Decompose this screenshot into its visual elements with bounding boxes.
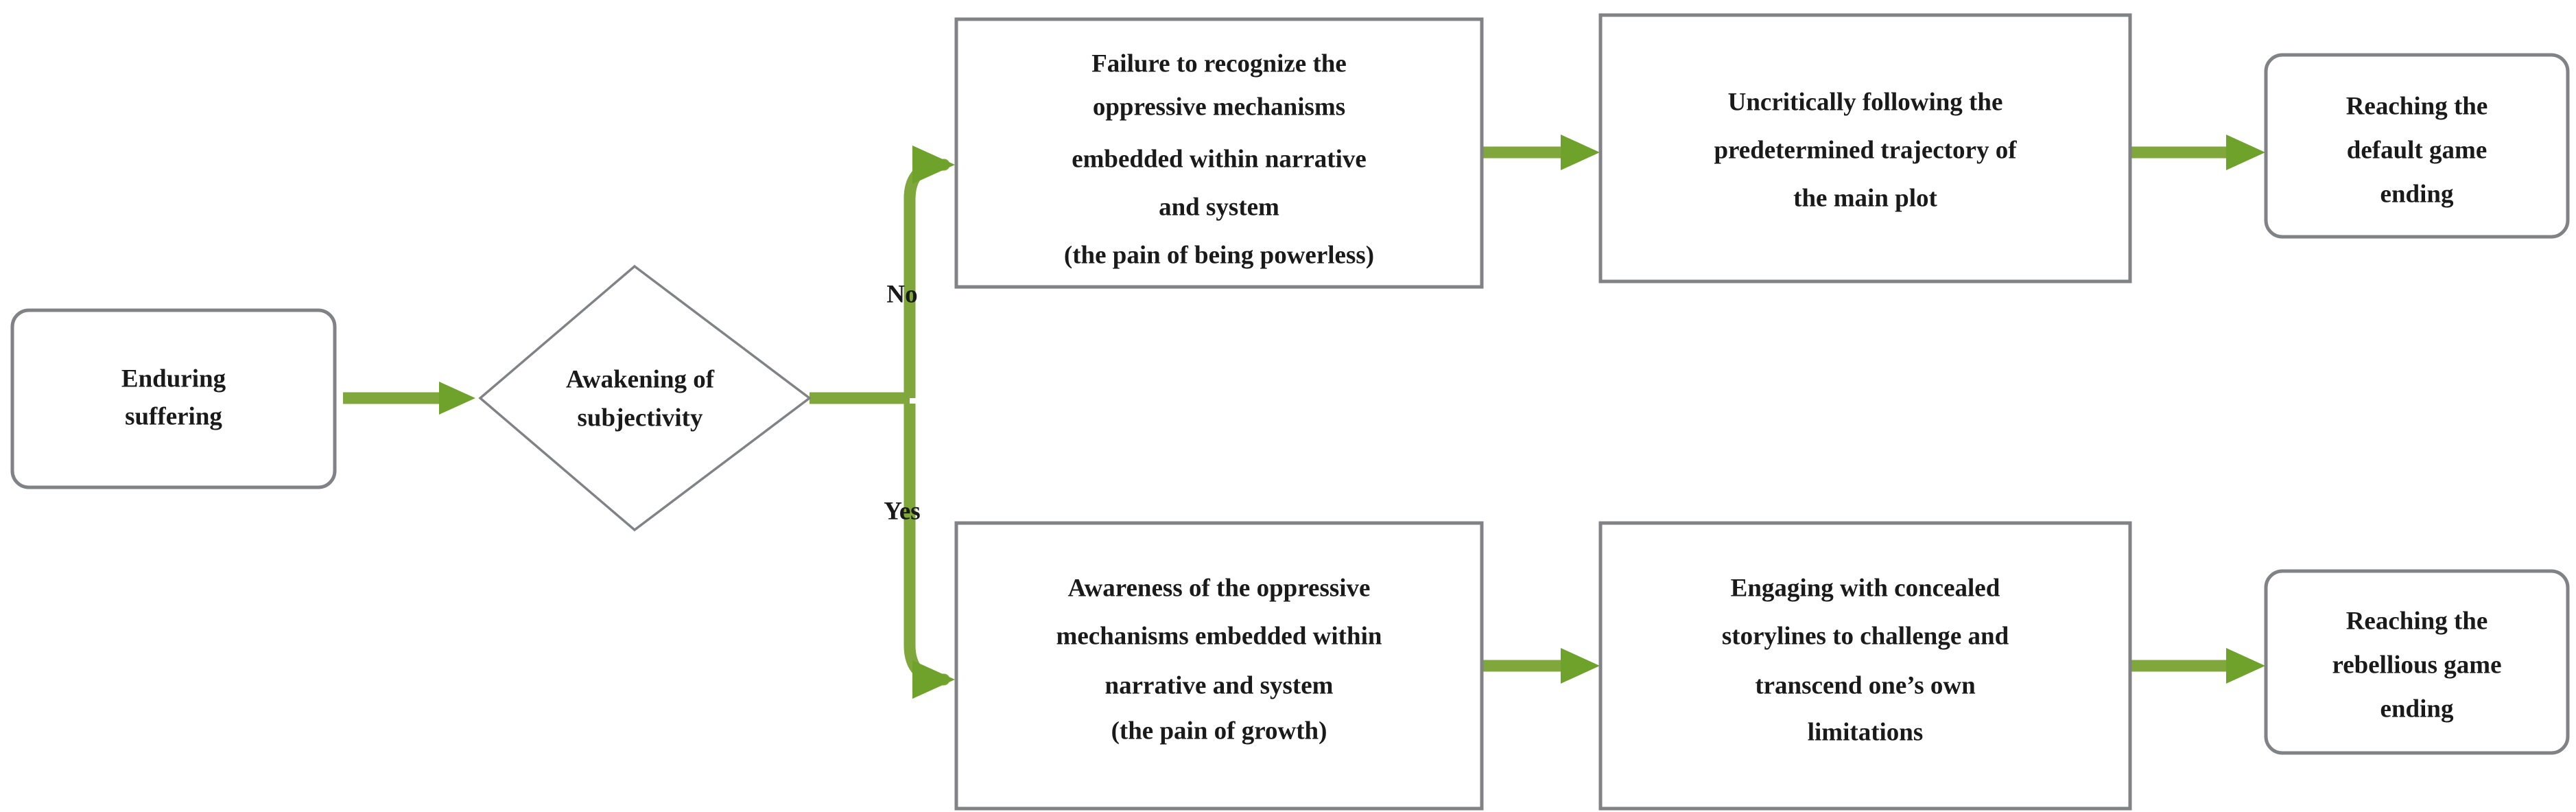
edge-uncritically-to-default-ending <box>2130 135 2265 170</box>
node-shape <box>2264 569 2570 755</box>
node-shape <box>1598 521 2132 811</box>
node-label-line: Awareness of the oppressive <box>1068 574 1371 602</box>
node-label-line: mechanisms embedded within <box>1056 622 1382 650</box>
node-engaging-with-concealed[interactable]: Engaging with concealed storylines to ch… <box>1598 521 2132 811</box>
node-label-line: predetermined trajectory of <box>1714 136 2017 164</box>
node-shape <box>954 521 1484 811</box>
node-rebellious-game-ending[interactable]: Reaching the rebellious game ending <box>2264 569 2570 755</box>
node-label-line: oppressive mechanisms <box>1093 93 1345 121</box>
node-label-line: Engaging with concealed <box>1731 574 2000 602</box>
node-shape <box>10 308 337 489</box>
arrowhead-icon <box>439 382 475 415</box>
arrowhead-icon <box>1561 135 1600 170</box>
arrowhead-icon <box>2226 648 2265 684</box>
node-shape <box>2264 53 2570 239</box>
arrowhead-icon <box>912 660 955 699</box>
node-label-line: transcend one’s own <box>1755 671 1976 699</box>
edge-no-branch <box>903 146 955 398</box>
node-label-line: storylines to challenge and <box>1722 622 2009 650</box>
node-label-line: subjectivity <box>578 404 703 432</box>
arrowhead-icon <box>912 146 955 184</box>
edge-awareness-to-engaging <box>1482 648 1600 684</box>
edge-suffering-to-awakening <box>343 382 475 415</box>
node-label-line: default game <box>2347 136 2488 164</box>
node-label-line: rebellious game <box>2332 651 2502 679</box>
edge-label-yes: Yes <box>884 497 920 525</box>
edge-yes-branch <box>903 404 955 699</box>
node-label-line: suffering <box>125 402 222 430</box>
node-label-line: Enduring <box>121 364 226 393</box>
node-enduring-suffering[interactable]: Enduring suffering <box>10 308 337 489</box>
arrowhead-icon <box>2226 135 2265 170</box>
node-failure-to-recognize[interactable]: Failure to recognize the oppressive mech… <box>954 17 1484 289</box>
node-label-line: Awakening of <box>566 365 715 393</box>
node-shape <box>478 264 812 532</box>
node-label-line: (the pain of being powerless) <box>1064 241 1374 269</box>
arrowhead-icon <box>1561 648 1600 684</box>
node-label-line: limitations <box>1808 718 1924 746</box>
node-awakening-of-subjectivity[interactable]: Awakening of subjectivity <box>478 264 812 532</box>
edge-engaging-to-rebellious-ending <box>2130 648 2265 684</box>
node-shape <box>1598 13 2132 283</box>
edge-line-joint <box>903 159 950 393</box>
node-label-line: narrative and system <box>1105 671 1334 699</box>
edge-failure-to-uncritically <box>1482 135 1600 170</box>
node-label-line: (the pain of growth) <box>1111 717 1327 745</box>
node-awareness-of-oppressive[interactable]: Awareness of the oppressive mechanisms e… <box>954 521 1484 811</box>
node-label-line: ending <box>2380 695 2454 723</box>
node-label-line: ending <box>2380 180 2454 208</box>
node-shape <box>954 17 1484 289</box>
edge-line <box>903 404 950 686</box>
node-label-line: Uncritically following the <box>1728 88 2003 116</box>
node-label-line: and system <box>1159 193 1279 221</box>
edge-label-no: No <box>886 280 917 308</box>
node-default-game-ending[interactable]: Reaching the default game ending <box>2264 53 2570 239</box>
node-uncritically-following[interactable]: Uncritically following the predetermined… <box>1598 13 2132 283</box>
node-label-line: embedded within narrative <box>1072 145 1367 173</box>
node-label-line: Reaching the <box>2346 92 2488 120</box>
node-label-line: the main plot <box>1793 184 1937 212</box>
node-label-line: Failure to recognize the <box>1091 49 1347 78</box>
node-label-line: Reaching the <box>2346 607 2488 635</box>
